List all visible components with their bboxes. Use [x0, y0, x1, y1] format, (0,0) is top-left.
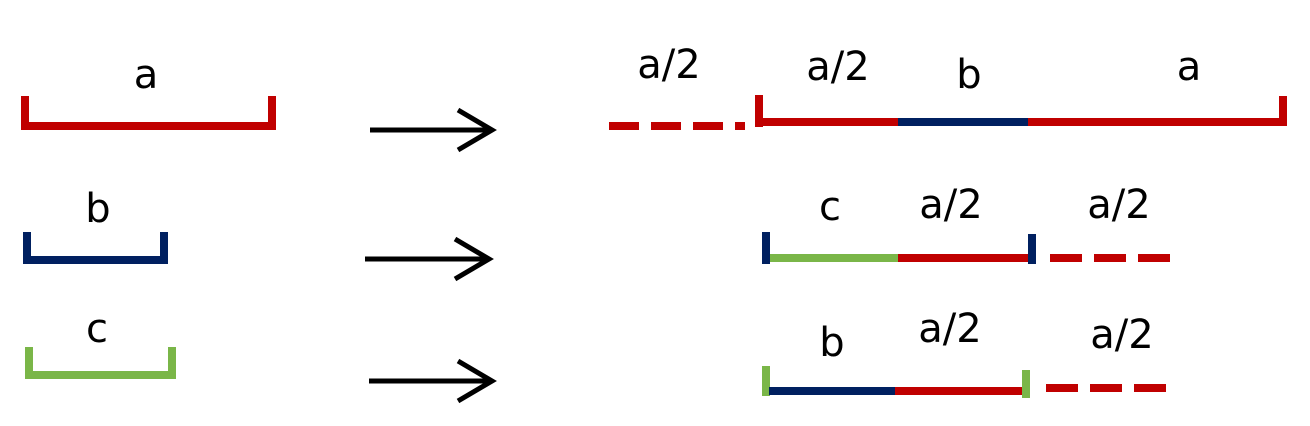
result-row-3: b a/2 a/2: [762, 306, 1168, 398]
row1-label-3: b: [956, 52, 981, 98]
arrow-row2: [365, 236, 494, 282]
segment-a-label: a: [134, 52, 159, 98]
row3-label-3: a/2: [1090, 312, 1153, 358]
segment-b-label: b: [85, 186, 110, 232]
segment-c-label: c: [86, 306, 108, 352]
segment-b-bracket: [23, 232, 168, 264]
row1-label-4: a: [1177, 44, 1202, 90]
result-row-2: c a/2 a/2: [762, 182, 1172, 264]
segment-c: c: [25, 306, 176, 379]
row3-label-1: b: [819, 320, 844, 366]
row2-label-1: c: [819, 184, 841, 230]
segment-b: b: [23, 186, 168, 264]
row3-label-2: a/2: [918, 306, 981, 352]
segment-c-bracket: [25, 347, 176, 379]
result-row-1: a/2 a/2 b a: [609, 42, 1287, 130]
arrow-row1: [370, 107, 497, 153]
segment-a-bracket: [21, 96, 276, 130]
row2-label-3: a/2: [1087, 182, 1150, 228]
row1-label-1: a/2: [637, 42, 700, 88]
arrow-row3: [369, 358, 497, 404]
row1-label-2: a/2: [806, 44, 869, 90]
row2-label-2: a/2: [919, 182, 982, 228]
segment-a: a: [21, 52, 276, 130]
